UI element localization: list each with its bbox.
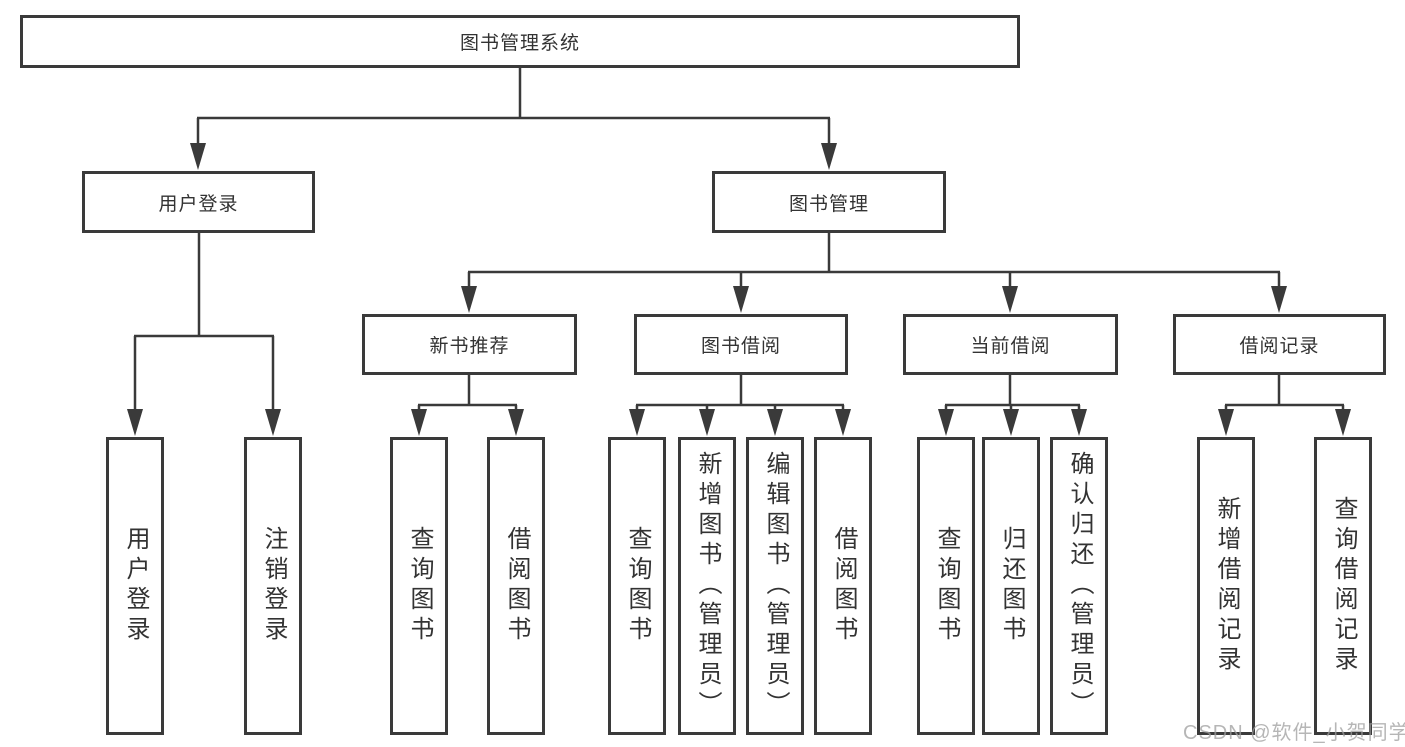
node-current-confirm-return-admin: 确认归还（管理员） (1050, 437, 1108, 735)
arrow-icon (767, 409, 783, 436)
node-user-login: 用户登录 (82, 171, 315, 233)
arrow-icon (265, 409, 281, 436)
node-borrowing-add-books-admin: 新增图书（管理员） (678, 437, 736, 735)
node-user-login-action: 用户登录 (106, 437, 164, 735)
node-library-system: 图书管理系统 (20, 15, 1020, 68)
csdn-watermark: CSDN @软件_小贺同学 (1183, 722, 1405, 744)
node-borrow-records: 借阅记录 (1173, 314, 1386, 375)
arrow-icon (629, 409, 645, 436)
arrow-icon (821, 143, 837, 170)
node-current-query-books: 查询图书 (917, 437, 975, 735)
arrow-icon (835, 409, 851, 436)
arrow-icon (733, 286, 749, 313)
node-recommend-query-books: 查询图书 (390, 437, 448, 735)
node-current-return-books: 归还图书 (982, 437, 1040, 735)
arrow-icon (1003, 409, 1019, 436)
arrow-icon (190, 143, 206, 170)
node-logout-action: 注销登录 (244, 437, 302, 735)
arrow-icon (461, 286, 477, 313)
arrow-icon (1002, 286, 1018, 313)
arrow-icon (508, 409, 524, 436)
node-borrowing-query-books: 查询图书 (608, 437, 666, 735)
arrow-icon (127, 409, 143, 436)
node-borrowing-borrow-books: 借阅图书 (814, 437, 872, 735)
arrow-icon (411, 409, 427, 436)
arrow-icon (699, 409, 715, 436)
arrow-icon (1271, 286, 1287, 313)
node-records-query-record: 查询借阅记录 (1314, 437, 1372, 735)
arrow-icon (938, 409, 954, 436)
arrow-icon (1335, 409, 1351, 436)
node-records-add-record: 新增借阅记录 (1197, 437, 1255, 735)
node-book-management: 图书管理 (712, 171, 946, 233)
node-current-borrowing: 当前借阅 (903, 314, 1118, 375)
node-recommend-borrow-books: 借阅图书 (487, 437, 545, 735)
node-borrowing-edit-books-admin: 编辑图书（管理员） (746, 437, 804, 735)
arrow-icon (1071, 409, 1087, 436)
arrow-icon (1218, 409, 1234, 436)
node-book-borrowing: 图书借阅 (634, 314, 848, 375)
node-new-book-recommend: 新书推荐 (362, 314, 577, 375)
